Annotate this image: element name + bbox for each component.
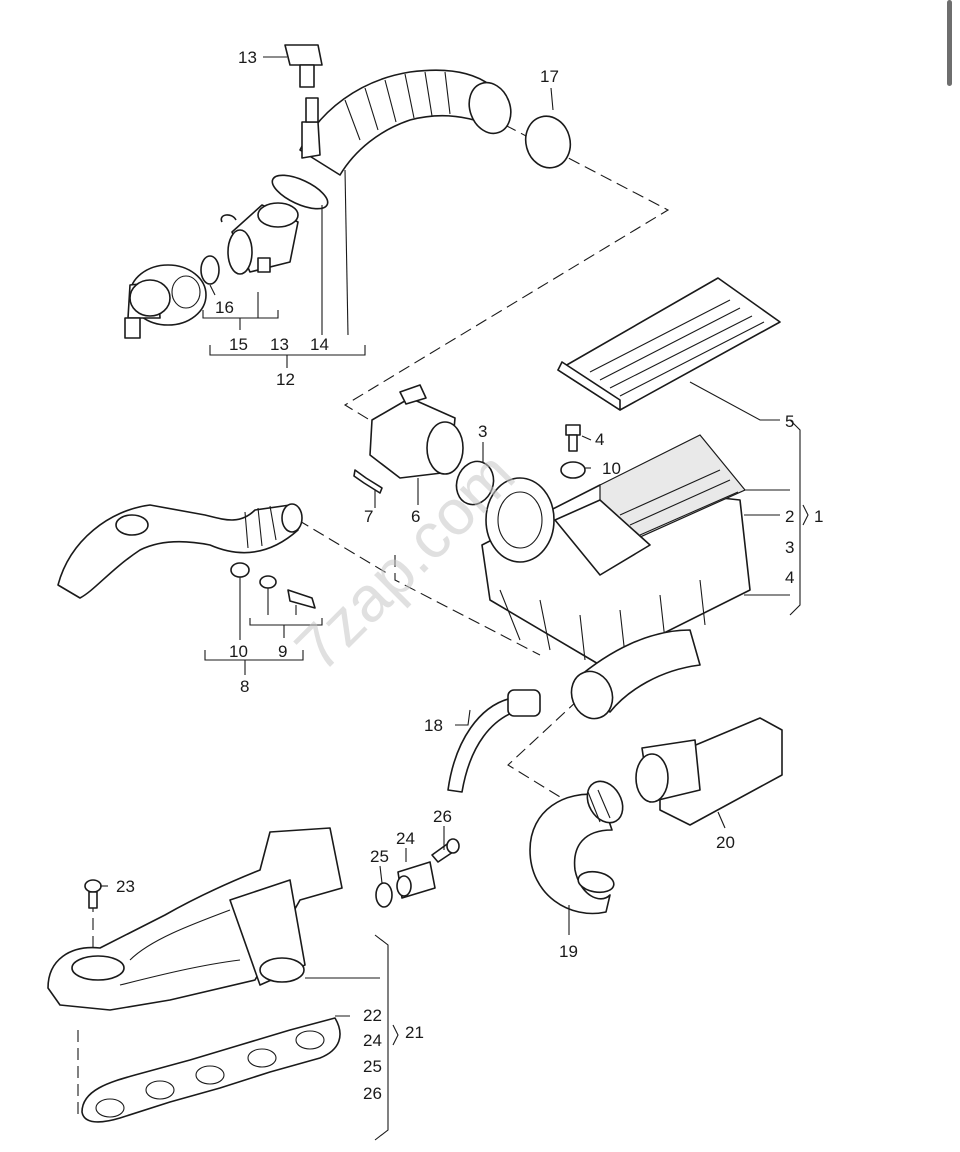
callout-3: 3 <box>785 538 794 557</box>
callout-13: 13 <box>270 335 289 354</box>
air-mass-meter-6 <box>369 384 464 479</box>
callout-13-top: 13 <box>238 48 257 67</box>
bolt-4 <box>565 424 581 452</box>
gasket-22 <box>81 1017 341 1123</box>
callout-9: 9 <box>278 642 287 661</box>
scrollbar-thumb[interactable] <box>947 0 952 86</box>
callout-14: 14 <box>310 335 329 354</box>
callout-16: 16 <box>215 298 234 317</box>
air-duct-20 <box>635 717 783 826</box>
connecting-pipe-15 <box>220 202 299 275</box>
callout-26: 26 <box>363 1084 382 1103</box>
hose-19 <box>529 780 624 915</box>
callout-20: 20 <box>716 833 735 852</box>
hose-clamp-14 <box>271 174 329 210</box>
intake-manifold-21 <box>47 827 343 1011</box>
o-ring-25 <box>375 882 393 908</box>
o-ring-16 <box>200 255 220 285</box>
callout-10-top: 10 <box>602 459 621 478</box>
callout-10: 10 <box>229 642 248 661</box>
air-filter-housing-1 <box>481 434 751 666</box>
callout-1: 1 <box>814 507 823 526</box>
grommet-10b <box>230 562 250 578</box>
callout-18: 18 <box>424 716 443 735</box>
hose-clamp-17 <box>524 115 572 169</box>
callout-3-top: 3 <box>478 422 487 441</box>
hose-18 <box>447 689 541 793</box>
callout-25-top: 25 <box>370 847 389 866</box>
bolt-23 <box>84 879 102 909</box>
callout-25: 25 <box>363 1057 382 1076</box>
bolt-7 <box>353 469 383 494</box>
callout-4: 4 <box>785 568 794 587</box>
turbocharger <box>124 264 207 339</box>
sensor-24 <box>396 861 436 899</box>
callout-23: 23 <box>116 877 135 896</box>
seal-3 <box>455 460 495 506</box>
callout-24-top: 24 <box>396 829 415 848</box>
callout-24: 24 <box>363 1031 382 1050</box>
filter-element-5 <box>557 277 781 411</box>
brackets <box>392 504 809 1046</box>
callout-6: 6 <box>411 507 420 526</box>
callout-17: 17 <box>540 67 559 86</box>
grommet-10 <box>560 461 586 479</box>
sensor-13 <box>284 44 323 88</box>
callout-19: 19 <box>559 942 578 961</box>
intake-tube <box>570 629 701 720</box>
bolt-26 <box>431 838 460 863</box>
air-duct-8 <box>57 503 303 599</box>
callout-21: 21 <box>405 1023 424 1042</box>
leader-lines <box>100 56 801 1141</box>
callout-4-top: 4 <box>595 430 604 449</box>
callouts: 13 17 16 15 13 14 12 3 4 10 5 2 1 3 4 7 … <box>116 48 823 1103</box>
callout-8: 8 <box>240 677 249 696</box>
callout-22: 22 <box>363 1006 382 1025</box>
callout-12: 12 <box>276 370 295 389</box>
callout-26-top: 26 <box>433 807 452 826</box>
callout-2: 2 <box>785 507 794 526</box>
callout-15: 15 <box>229 335 248 354</box>
callout-5: 5 <box>785 412 794 431</box>
bolt-9 <box>259 575 316 609</box>
callout-7: 7 <box>364 507 373 526</box>
intake-hose-12 <box>299 69 512 176</box>
